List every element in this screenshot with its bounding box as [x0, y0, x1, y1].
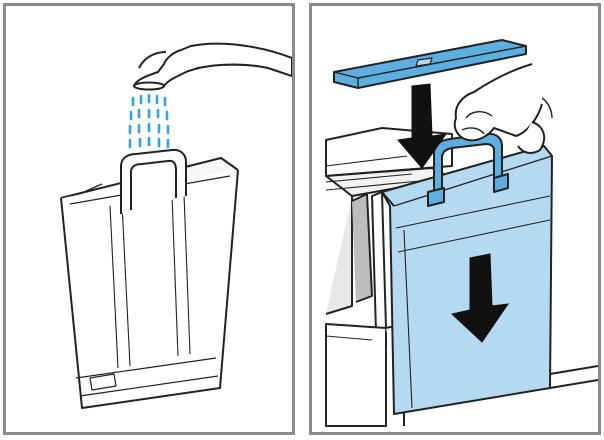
insert-tank-illustration — [325, 39, 598, 427]
tank-handle-icon — [427, 132, 509, 207]
water-tank-icon — [381, 145, 598, 415]
step-panel-fill-tank — [3, 3, 295, 435]
tank-handle-icon — [120, 148, 187, 214]
fill-tank-illustration — [60, 42, 292, 409]
water-stream-icon — [128, 93, 170, 149]
water-tap-icon — [133, 42, 292, 91]
down-arrow-icon — [450, 253, 510, 343]
step-panel-insert-tank — [309, 3, 601, 435]
hand-icon — [453, 63, 553, 154]
down-arrow-icon — [397, 83, 448, 169]
tank-lid-icon — [333, 39, 527, 89]
